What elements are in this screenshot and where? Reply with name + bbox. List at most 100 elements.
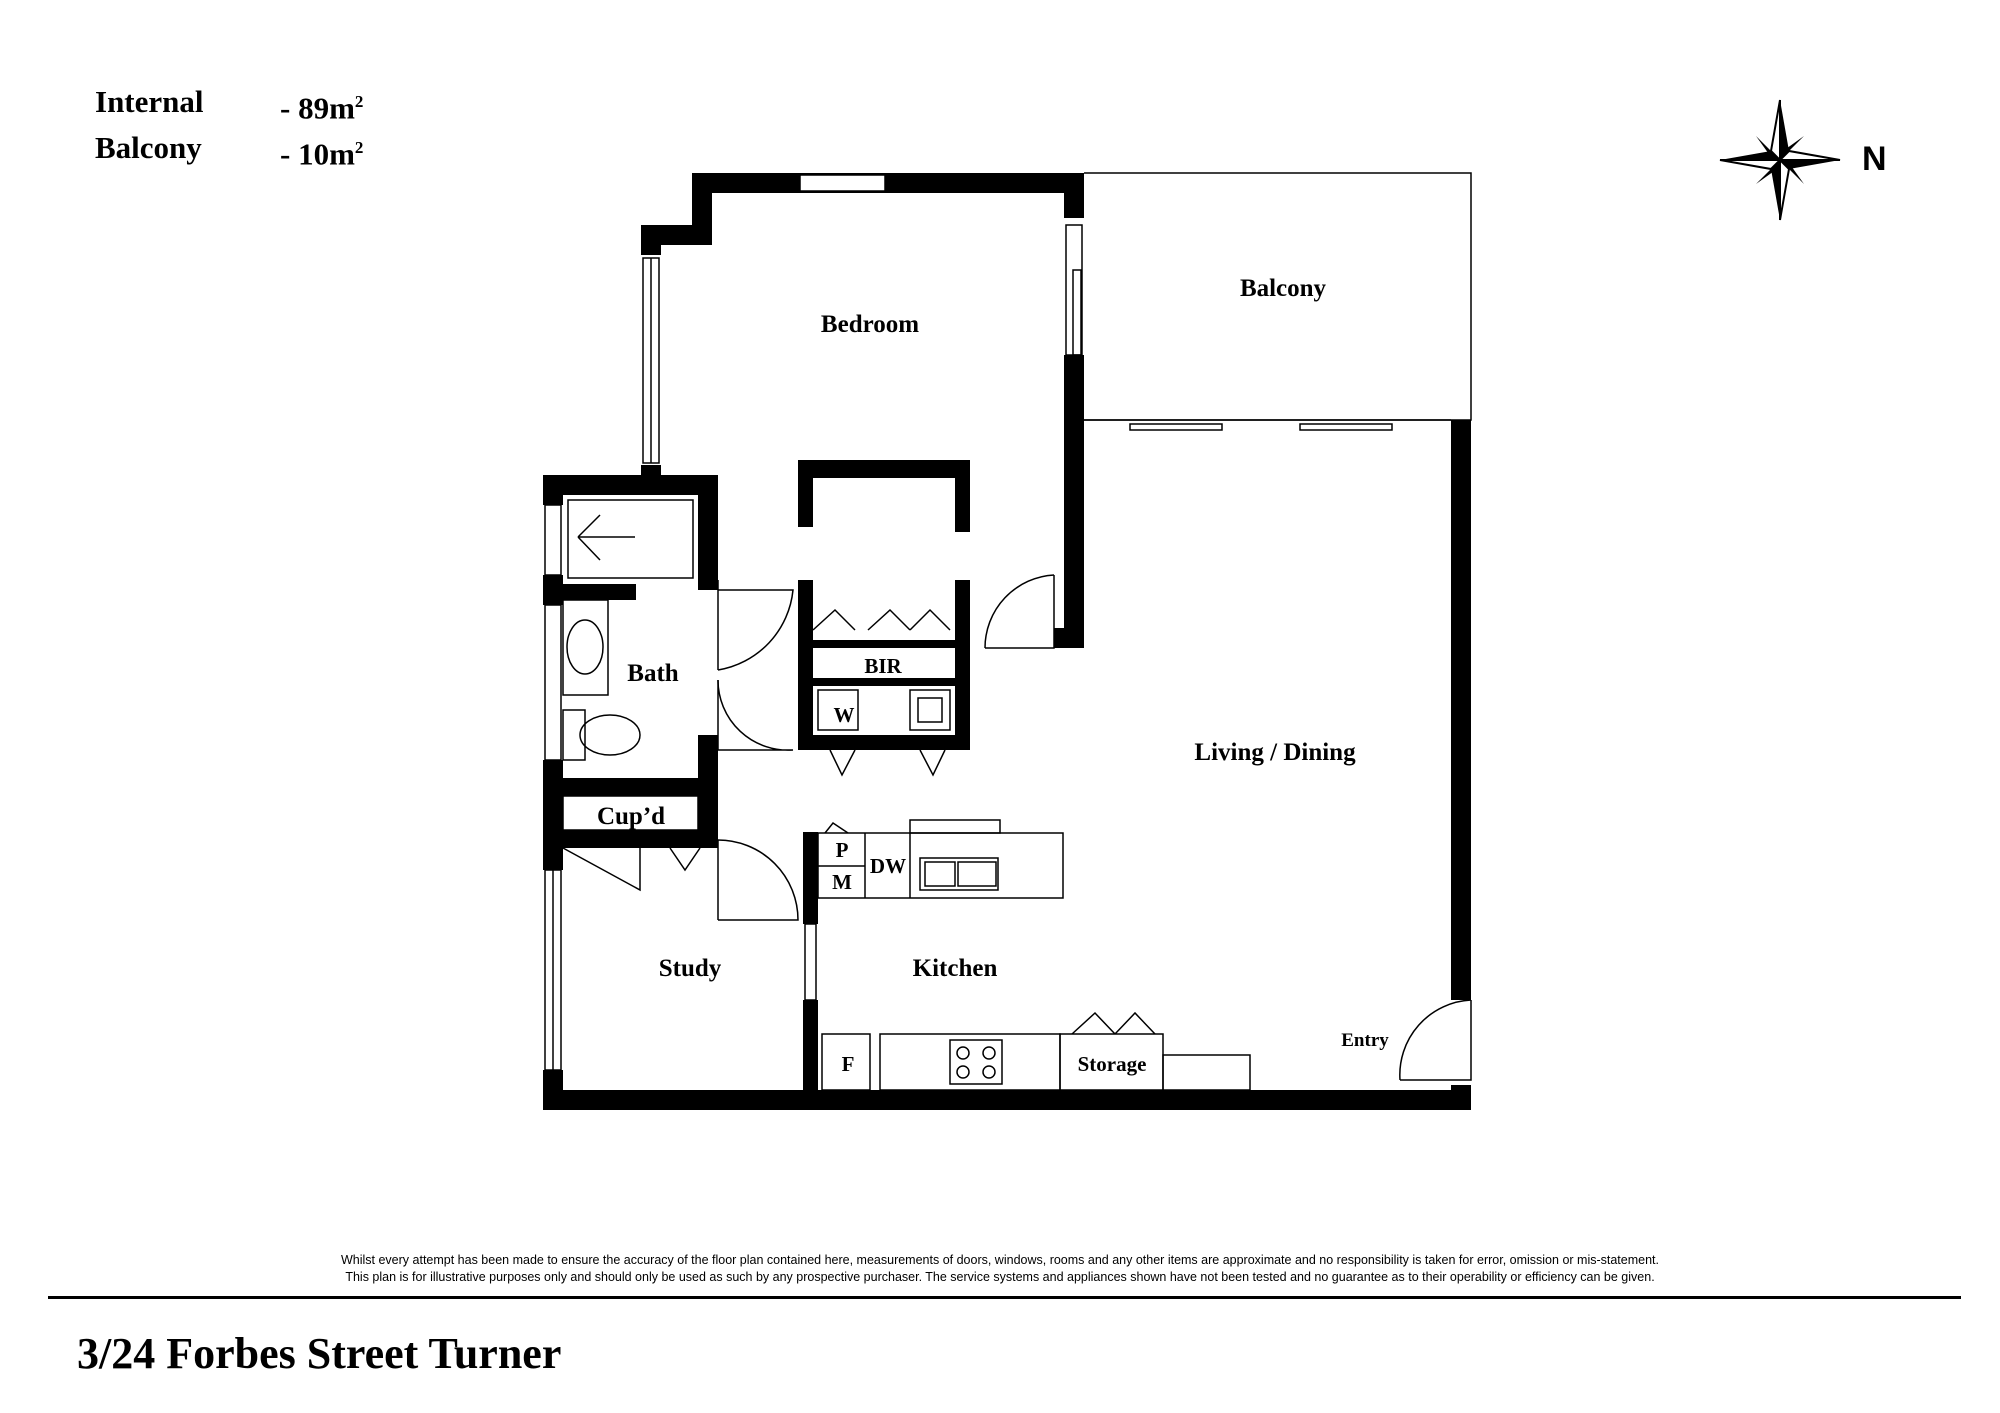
- cooktop: [949, 1039, 1003, 1085]
- door-swing: [984, 574, 1055, 649]
- burner: [982, 1046, 996, 1060]
- wall: [1064, 420, 1084, 648]
- window: [804, 923, 817, 1001]
- room-label-bath: Bath: [627, 660, 679, 687]
- room-label-bir: BIR: [864, 654, 902, 678]
- door-swing: [717, 589, 794, 671]
- wall: [645, 830, 660, 848]
- wall: [803, 1000, 818, 1110]
- property-address: 3/24 Forbes Street Turner: [77, 1329, 562, 1378]
- disclaimer: Whilst every attempt has been made to en…: [0, 1252, 2000, 1286]
- wall: [641, 225, 661, 255]
- walls: [543, 173, 1471, 1110]
- bench: [1162, 1054, 1251, 1091]
- door-swing: [669, 847, 701, 872]
- room-label-f: F: [842, 1052, 855, 1076]
- shower-line: [577, 536, 601, 561]
- window: [544, 604, 562, 761]
- area-row-balcony: Balcony - 10m2: [95, 128, 363, 174]
- sink-drainer: [957, 861, 997, 887]
- wall: [543, 830, 718, 848]
- vanity: [562, 599, 609, 696]
- wall: [798, 460, 970, 478]
- storage-door: [1114, 1011, 1156, 1035]
- wall: [798, 678, 970, 686]
- sink-bowl: [924, 861, 956, 887]
- room-label-storage: Storage: [1078, 1052, 1147, 1076]
- wall: [1054, 628, 1084, 648]
- toilet-cistern: [562, 709, 586, 761]
- wall: [543, 1070, 563, 1110]
- door-swing: [717, 679, 794, 751]
- area-value: - 10m2: [280, 136, 364, 172]
- wall: [1064, 355, 1084, 425]
- sliding-door: [1129, 423, 1223, 431]
- door-leaf: [829, 749, 856, 777]
- wall: [798, 735, 970, 750]
- wall: [1064, 173, 1084, 218]
- room-label-dw: DW: [870, 854, 906, 878]
- shower-line: [577, 514, 601, 538]
- toilet-bowl: [579, 714, 641, 756]
- pantry-door: [824, 821, 849, 834]
- area-label: Internal: [95, 84, 204, 119]
- wall: [803, 832, 818, 924]
- wall: [692, 173, 1084, 193]
- wall: [563, 584, 636, 600]
- wall: [543, 778, 718, 796]
- wall: [543, 575, 563, 605]
- basin: [566, 619, 604, 675]
- wall: [798, 580, 813, 750]
- wall: [543, 1090, 1471, 1110]
- door-swing: [1399, 999, 1472, 1081]
- room-label-m: M: [832, 870, 852, 894]
- disclaimer-line: Whilst every attempt has been made to en…: [340, 1253, 1659, 1267]
- wall: [955, 460, 970, 532]
- door-swing: [562, 847, 641, 892]
- washer: [817, 689, 859, 731]
- area-value: - 89m2: [280, 90, 364, 126]
- room-label-cupd: Cup’d: [597, 803, 665, 830]
- wall: [698, 475, 718, 585]
- room-label-w: W: [834, 703, 855, 727]
- bench: [879, 1033, 1061, 1091]
- north-label: N: [1862, 140, 1887, 178]
- tub-bowl: [917, 697, 943, 723]
- wall: [698, 575, 718, 590]
- storage-door: [1071, 1011, 1116, 1035]
- wall: [955, 580, 970, 750]
- footer-divider: [48, 1296, 1961, 1299]
- bifold-door: [867, 608, 911, 631]
- bifold-door: [812, 608, 856, 631]
- room-label-kitchen: Kitchen: [913, 955, 998, 982]
- wall: [543, 475, 718, 495]
- disclaimer-line: This plan is for illustrative purposes o…: [345, 1270, 1655, 1284]
- window: [799, 174, 886, 192]
- door-swing: [717, 839, 799, 921]
- fixtures: [544, 172, 1472, 1091]
- door-leaf: [985, 575, 1055, 649]
- room-label-bedroom: Bedroom: [821, 311, 919, 338]
- fridge: [821, 1033, 871, 1091]
- room-label-entry: Entry: [1341, 1030, 1389, 1051]
- area-label: Balcony: [95, 130, 202, 166]
- window: [544, 504, 562, 576]
- sliding-door: [1299, 423, 1393, 431]
- wall: [798, 460, 813, 527]
- cupboard: [562, 795, 699, 831]
- burner: [982, 1065, 996, 1079]
- tub: [909, 689, 951, 731]
- wall: [798, 640, 970, 648]
- door-leaf: [919, 749, 946, 777]
- wall: [543, 760, 563, 870]
- room-label-p: P: [836, 838, 849, 862]
- area-summary: Internal - 89m2 Balcony - 10m2: [95, 82, 363, 175]
- room-label-balcony: Balcony: [1240, 275, 1327, 302]
- burner: [956, 1065, 970, 1079]
- room-label-living-dining: Living / Dining: [1194, 739, 1356, 766]
- window: [1065, 224, 1083, 356]
- overhang: [909, 819, 1001, 834]
- bifold-door: [909, 608, 951, 631]
- burner: [956, 1046, 970, 1060]
